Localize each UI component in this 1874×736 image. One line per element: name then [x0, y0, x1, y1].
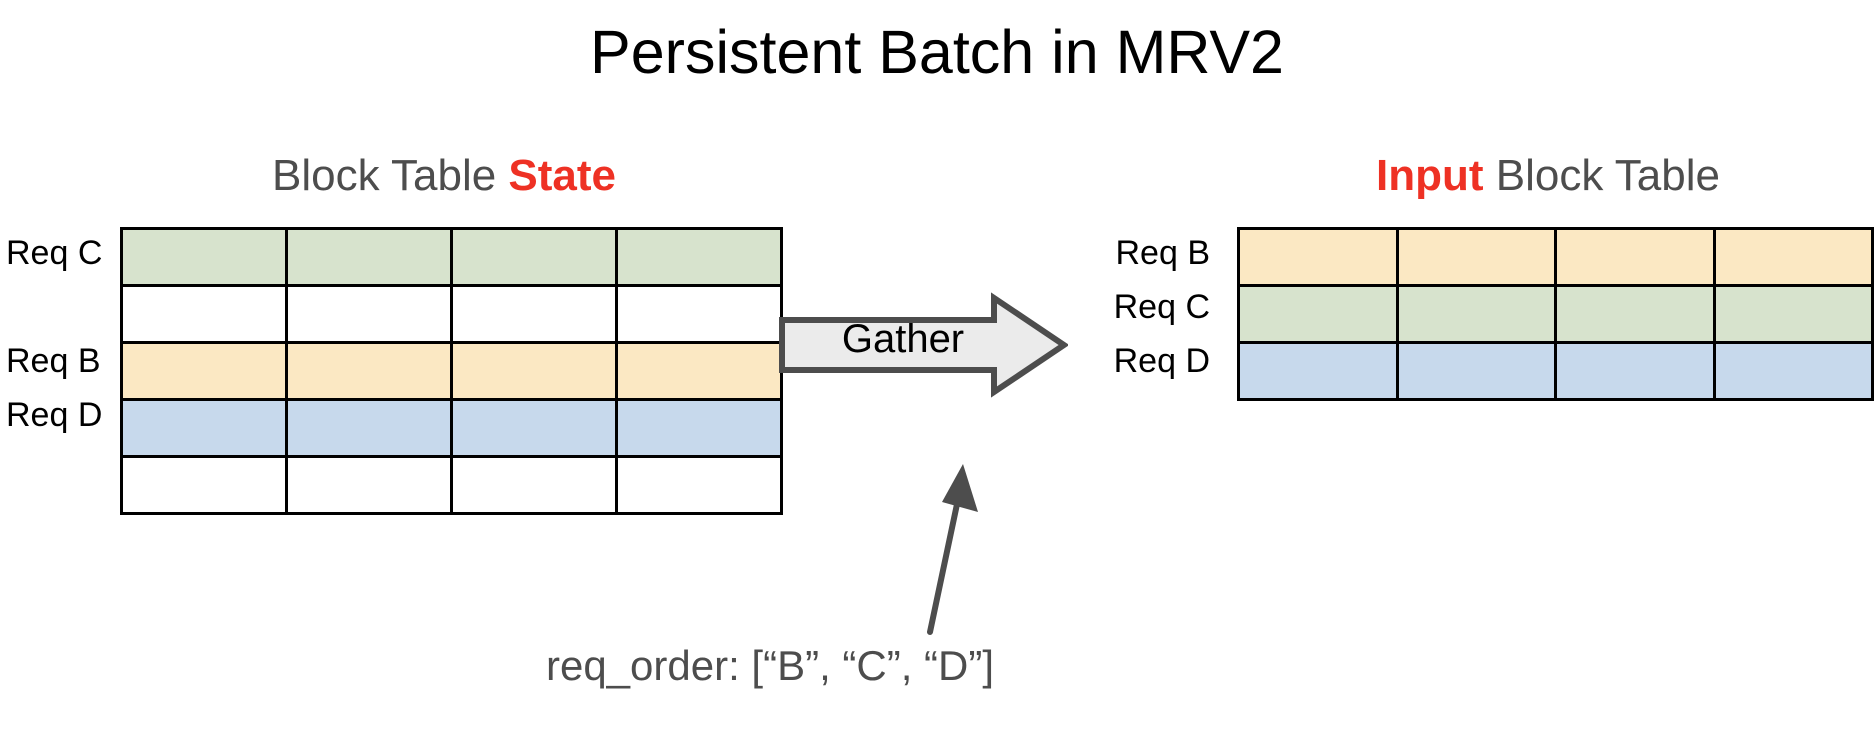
block-cell	[615, 227, 783, 287]
table-row	[120, 284, 783, 344]
block-cell	[285, 398, 453, 458]
left-heading-accent: State	[508, 151, 617, 200]
block-cell	[1712, 227, 1874, 287]
block-cell	[615, 398, 783, 458]
block-cell	[120, 455, 288, 515]
block-cell	[1237, 227, 1399, 287]
block-cell	[1395, 227, 1557, 287]
block-cell	[285, 284, 453, 344]
block-cell	[1237, 284, 1399, 344]
input-block-table	[1237, 227, 1874, 401]
block-cell	[450, 227, 618, 287]
block-cell	[1712, 341, 1874, 401]
right-panel-heading: Input Block Table	[1237, 150, 1859, 202]
right-row-label-req-b: Req B	[1115, 234, 1211, 272]
table-row	[120, 341, 783, 401]
block-cell	[450, 284, 618, 344]
block-cell	[120, 341, 288, 401]
block-cell	[1712, 284, 1874, 344]
gather-arrow-icon	[779, 292, 1068, 398]
left-panel-heading: Block Table State	[120, 150, 768, 202]
right-row-label-req-d: Req D	[1113, 342, 1210, 380]
block-cell	[1395, 284, 1557, 344]
block-cell	[615, 284, 783, 344]
block-cell	[1554, 284, 1716, 344]
block-cell	[615, 341, 783, 401]
table-row	[1237, 341, 1874, 401]
block-cell	[285, 341, 453, 401]
table-row	[120, 227, 783, 287]
left-heading-prefix: Block Table	[271, 151, 509, 200]
left-row-label-req-d: Req D	[6, 396, 103, 434]
block-cell	[450, 341, 618, 401]
block-cell	[450, 398, 618, 458]
left-row-label-req-b: Req B	[6, 342, 101, 380]
table-row	[120, 398, 783, 458]
left-row-label-req-c: Req C	[6, 234, 103, 272]
block-cell	[1395, 341, 1557, 401]
req-order-pointer-icon	[927, 464, 978, 635]
block-cell	[450, 455, 618, 515]
table-row	[1237, 227, 1874, 287]
block-table-state	[120, 227, 783, 515]
table-row	[120, 455, 783, 515]
block-cell	[285, 227, 453, 287]
right-heading-accent: Input	[1376, 151, 1484, 200]
block-cell	[120, 227, 288, 287]
block-cell	[120, 398, 288, 458]
right-row-label-req-c: Req C	[1113, 288, 1210, 326]
table-row	[1237, 284, 1874, 344]
block-cell	[1237, 341, 1399, 401]
right-heading-suffix: Block Table	[1483, 151, 1720, 200]
block-cell	[1554, 341, 1716, 401]
req-order-caption: req_order: [“B”, “C”, “D”]	[545, 642, 995, 689]
block-cell	[1554, 227, 1716, 287]
block-cell	[120, 284, 288, 344]
block-cell	[285, 455, 453, 515]
block-cell	[615, 455, 783, 515]
page-title: Persistent Batch in MRV2	[590, 18, 1284, 86]
